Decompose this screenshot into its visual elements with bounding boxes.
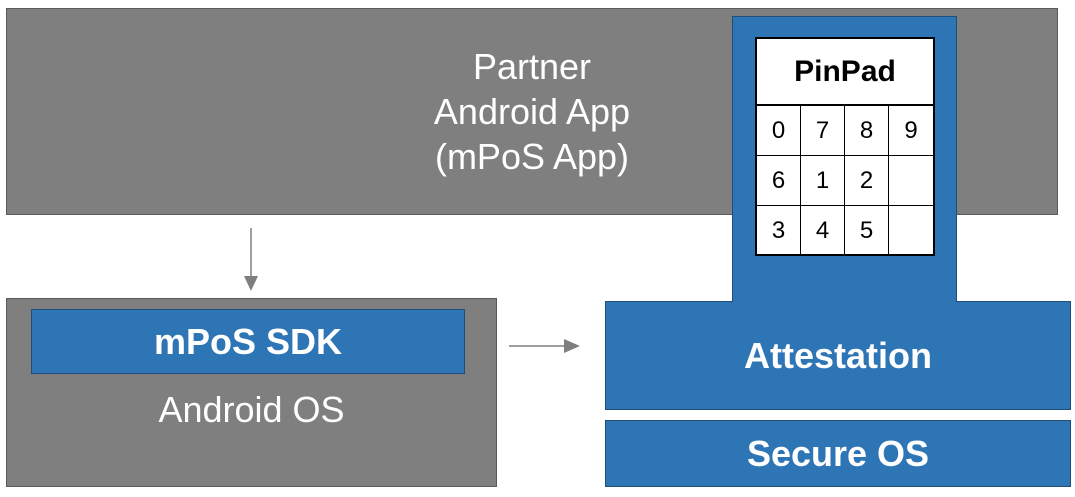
pinpad-key: 7	[801, 106, 845, 156]
pinpad-key: 4	[801, 206, 845, 256]
pinpad: PinPad 0 7 8 9 6 1 2 3 4 5	[755, 37, 935, 256]
pinpad-key	[889, 156, 933, 206]
pinpad-key: 3	[757, 206, 801, 256]
partner-app-label: Partner Android App (mPoS App)	[6, 44, 1058, 179]
tee-joint	[733, 296, 956, 306]
partner-app-line-1: Partner	[472, 46, 592, 87]
secure-os-label: Secure OS	[746, 433, 930, 474]
pinpad-key: 0	[757, 106, 801, 156]
partner-app-line-2: Android App	[433, 91, 631, 132]
mpos-sdk-box	[31, 309, 465, 374]
pinpad-key: 1	[801, 156, 845, 206]
pinpad-key: 9	[889, 106, 933, 156]
pinpad-key: 6	[757, 156, 801, 206]
pinpad-key: 5	[845, 206, 889, 256]
arrow-app-to-sdk	[244, 228, 258, 291]
secure-os-box	[605, 420, 1071, 487]
mpos-sdk-label: mPoS SDK	[153, 321, 343, 362]
pinpad-key	[889, 206, 933, 256]
arrow-sdk-to-attestation	[509, 339, 580, 353]
attestation-box	[605, 301, 1071, 410]
pinpad-key: 8	[845, 106, 889, 156]
android-os-label: Android OS	[158, 389, 345, 430]
partner-app-line-3: (mPoS App)	[434, 136, 630, 177]
pinpad-title: PinPad	[757, 39, 933, 106]
pinpad-key: 2	[845, 156, 889, 206]
attestation-label: Attestation	[744, 335, 932, 376]
